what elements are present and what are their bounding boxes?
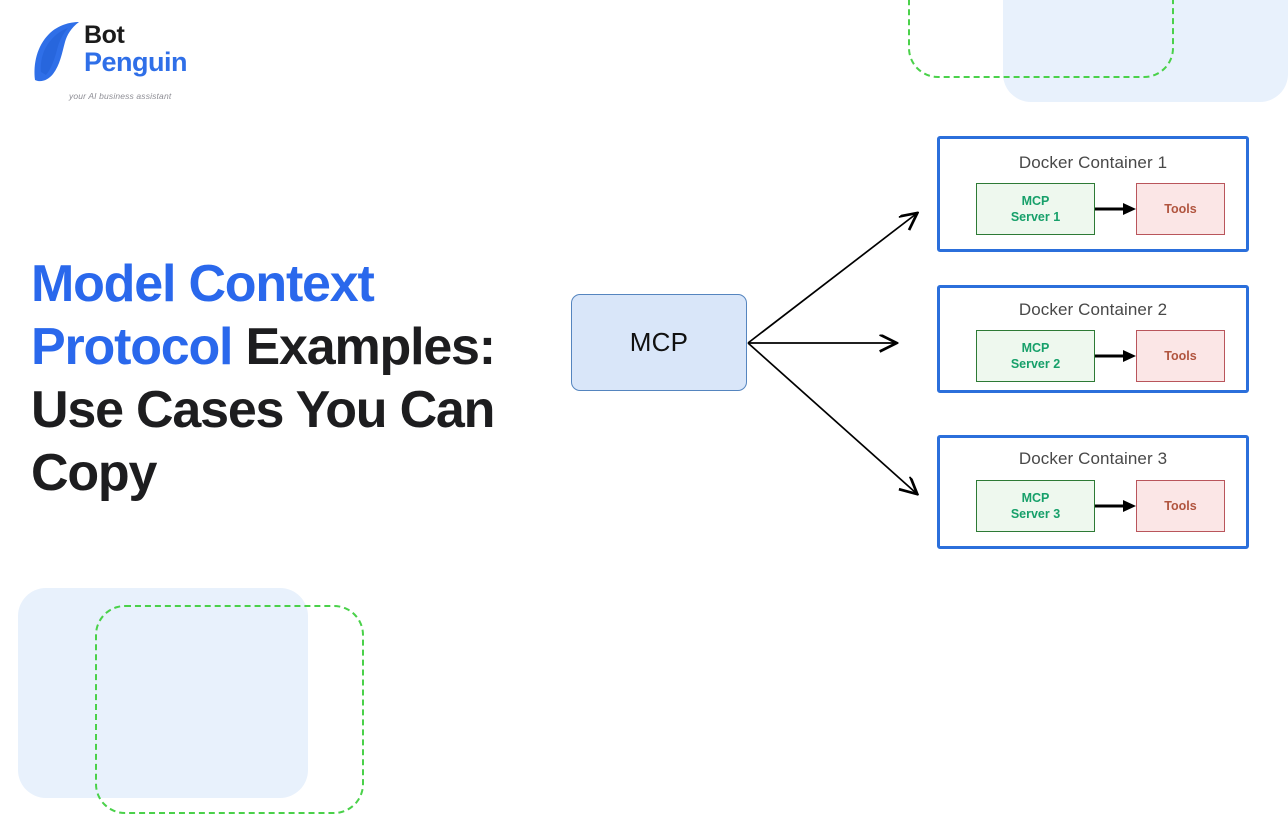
server-to-tools-arrow bbox=[1095, 350, 1136, 362]
docker-container-title: Docker Container 1 bbox=[1018, 153, 1168, 172]
mcp-server-label-line2: Server 3 bbox=[1010, 507, 1061, 521]
arrow-to-container-3 bbox=[747, 342, 916, 493]
server-to-tools-arrow bbox=[1095, 203, 1136, 215]
decorative-dashed-rect-bottom-left bbox=[95, 605, 364, 814]
tools-label: Tools bbox=[1164, 349, 1197, 363]
tools-box: Tools bbox=[1136, 183, 1225, 235]
page-title-accent: Model Context Protocol bbox=[31, 254, 375, 376]
brand-tagline: your AI business assistant bbox=[69, 91, 172, 101]
mcp-node-label: MCP bbox=[629, 327, 689, 357]
tools-box: Tools bbox=[1136, 330, 1225, 382]
decorative-blue-rect-bottom-left bbox=[18, 588, 308, 798]
mcp-server-box: MCP Server 2 bbox=[976, 330, 1095, 382]
page-title-rest: Examples: Use Cases You Can Copy bbox=[31, 317, 496, 502]
mcp-server-label-line2: Server 1 bbox=[1010, 210, 1061, 224]
decorative-dashed-rect-top-right bbox=[908, 0, 1174, 78]
tools-label: Tools bbox=[1164, 202, 1197, 216]
docker-container-title: Docker Container 3 bbox=[1018, 449, 1168, 468]
mcp-node: MCP bbox=[571, 294, 747, 391]
brand-logo: Bot Penguin your AI business assistant bbox=[27, 21, 257, 101]
mcp-server-label-line1: MCP bbox=[1021, 491, 1050, 505]
mcp-server-box: MCP Server 1 bbox=[976, 183, 1095, 235]
tools-box: Tools bbox=[1136, 480, 1225, 532]
brand-name-line2: Penguin bbox=[84, 47, 188, 77]
tools-label: Tools bbox=[1164, 499, 1197, 513]
docker-container-1: Docker Container 1 MCP Server 1 Tools bbox=[937, 136, 1249, 252]
arrow-to-container-1 bbox=[747, 214, 916, 344]
docker-container-3: Docker Container 3 MCP Server 3 Tools bbox=[937, 435, 1249, 549]
mcp-server-box: MCP Server 3 bbox=[976, 480, 1095, 532]
fanout-arrows bbox=[747, 190, 940, 510]
penguin-icon bbox=[34, 22, 79, 82]
page-title: Model Context Protocol Examples: Use Cas… bbox=[31, 253, 561, 505]
brand-name-line1: Bot bbox=[84, 21, 125, 49]
mcp-server-label-line1: MCP bbox=[1021, 194, 1050, 208]
mcp-server-label-line1: MCP bbox=[1021, 341, 1050, 355]
docker-container-2: Docker Container 2 MCP Server 2 Tools bbox=[937, 285, 1249, 393]
mcp-server-label-line2: Server 2 bbox=[1010, 357, 1061, 371]
server-to-tools-arrow bbox=[1095, 500, 1136, 512]
decorative-blue-rect-top-right bbox=[1003, 0, 1288, 102]
brand-wordmark: Bot Penguin bbox=[84, 21, 188, 77]
docker-container-title: Docker Container 2 bbox=[1018, 300, 1168, 319]
